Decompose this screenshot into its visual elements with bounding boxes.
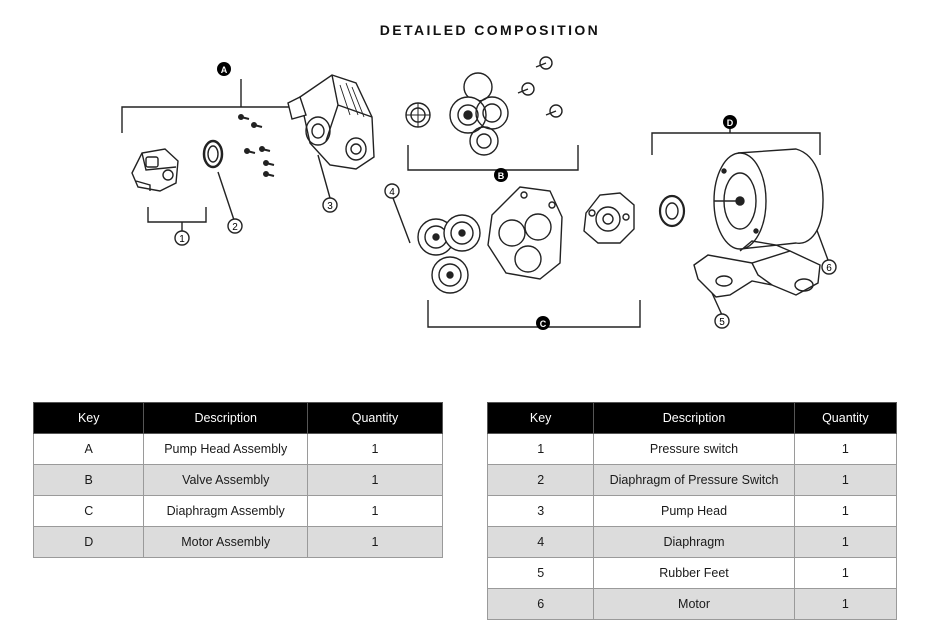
- page-title: DETAILED COMPOSITION: [379, 22, 601, 38]
- table-row: 6 Motor 1: [486, 588, 898, 620]
- cell-quantity: 1: [307, 495, 443, 527]
- cell-description: Pump Head: [593, 495, 795, 527]
- cell-description: Motor Assembly: [143, 526, 309, 558]
- table-row: 3 Pump Head 1: [486, 495, 898, 527]
- cell-key: 1: [486, 433, 595, 465]
- cell-key: B: [32, 464, 145, 496]
- cell-description: Diaphragm: [593, 526, 795, 558]
- column-header-quantity: Quantity: [307, 402, 443, 434]
- callout-6: 6: [821, 259, 837, 275]
- callout-5: 5: [714, 313, 730, 329]
- table-header-row: Key Description Quantity: [32, 402, 443, 434]
- column-header-description: Description: [593, 402, 795, 434]
- svg-text:4: 4: [389, 187, 395, 198]
- rubber-feet-drawing: [693, 240, 821, 298]
- svg-text:D: D: [727, 118, 734, 128]
- table-header-row: Key Description Quantity: [486, 402, 898, 434]
- table-row: 1 Pressure switch 1: [486, 433, 898, 465]
- cell-description: Pressure switch: [593, 433, 795, 465]
- exploded-view-diagram: A B C D 1 2 3 4 5 6: [121, 56, 837, 330]
- callout-a: A: [217, 62, 231, 76]
- column-header-key: Key: [486, 402, 595, 434]
- column-header-key: Key: [32, 402, 145, 434]
- cell-quantity: 1: [307, 433, 443, 465]
- table-row: A Pump Head Assembly 1: [32, 433, 443, 465]
- cell-key: 3: [486, 495, 595, 527]
- callout-d: D: [723, 115, 737, 129]
- callout-4: 4: [384, 183, 400, 199]
- svg-text:A: A: [221, 65, 228, 75]
- diaphragm-housing-drawing: [487, 186, 563, 280]
- bracket-c: [427, 300, 641, 328]
- cell-key: D: [32, 526, 145, 558]
- table-row: B Valve Assembly 1: [32, 464, 443, 496]
- callout-3: 3: [322, 197, 338, 213]
- cell-description: Rubber Feet: [593, 557, 795, 589]
- table-row: C Diaphragm Assembly 1: [32, 495, 443, 527]
- screws-drawing: [238, 114, 275, 177]
- cell-description: Valve Assembly: [143, 464, 309, 496]
- cell-quantity: 1: [793, 526, 898, 558]
- valve-assembly-drawing: [405, 56, 563, 156]
- callout-2: 2: [227, 218, 243, 234]
- motor-drawing: [713, 148, 824, 250]
- cell-key: 6: [486, 588, 595, 620]
- callout-c: C: [536, 316, 550, 330]
- cell-key: 2: [486, 464, 595, 496]
- assemblies-table: Key Description Quantity A Pump Head Ass…: [32, 402, 443, 558]
- bearing-drawing: [658, 194, 686, 228]
- pump-head-drawing: [287, 74, 375, 170]
- callout-b: B: [494, 168, 508, 182]
- cell-key: 4: [486, 526, 595, 558]
- cell-quantity: 1: [793, 588, 898, 620]
- bracket-b: [407, 145, 579, 177]
- cell-key: 5: [486, 557, 595, 589]
- cell-quantity: 1: [793, 557, 898, 589]
- svg-text:B: B: [498, 171, 505, 181]
- diaphragm-drawing: [417, 214, 481, 294]
- cell-description: Motor: [593, 588, 795, 620]
- table-row: D Motor Assembly 1: [32, 526, 443, 558]
- cell-quantity: 1: [793, 495, 898, 527]
- bracket-1: [147, 207, 207, 232]
- table-row: 2 Diaphragm of Pressure Switch 1: [486, 464, 898, 496]
- cell-quantity: 1: [307, 464, 443, 496]
- cell-key: A: [32, 433, 145, 465]
- cell-quantity: 1: [793, 464, 898, 496]
- cam-plate-drawing: [583, 192, 635, 244]
- cell-quantity: 1: [307, 526, 443, 558]
- table-row: 5 Rubber Feet 1: [486, 557, 898, 589]
- svg-text:6: 6: [826, 263, 832, 274]
- svg-text:C: C: [540, 319, 547, 329]
- svg-text:5: 5: [719, 317, 725, 328]
- cell-quantity: 1: [793, 433, 898, 465]
- cell-description: Diaphragm of Pressure Switch: [593, 464, 795, 496]
- cell-description: Pump Head Assembly: [143, 433, 309, 465]
- svg-text:3: 3: [327, 201, 333, 212]
- parts-table: Key Description Quantity 1 Pressure swit…: [486, 402, 898, 620]
- switch-diaphragm-drawing: [202, 139, 224, 169]
- pressure-switch-drawing: [131, 148, 179, 192]
- column-header-description: Description: [143, 402, 309, 434]
- cell-description: Diaphragm Assembly: [143, 495, 309, 527]
- svg-text:1: 1: [179, 234, 185, 245]
- cell-key: C: [32, 495, 145, 527]
- column-header-quantity: Quantity: [793, 402, 898, 434]
- svg-text:2: 2: [232, 222, 238, 233]
- callout-1: 1: [174, 230, 190, 246]
- table-row: 4 Diaphragm 1: [486, 526, 898, 558]
